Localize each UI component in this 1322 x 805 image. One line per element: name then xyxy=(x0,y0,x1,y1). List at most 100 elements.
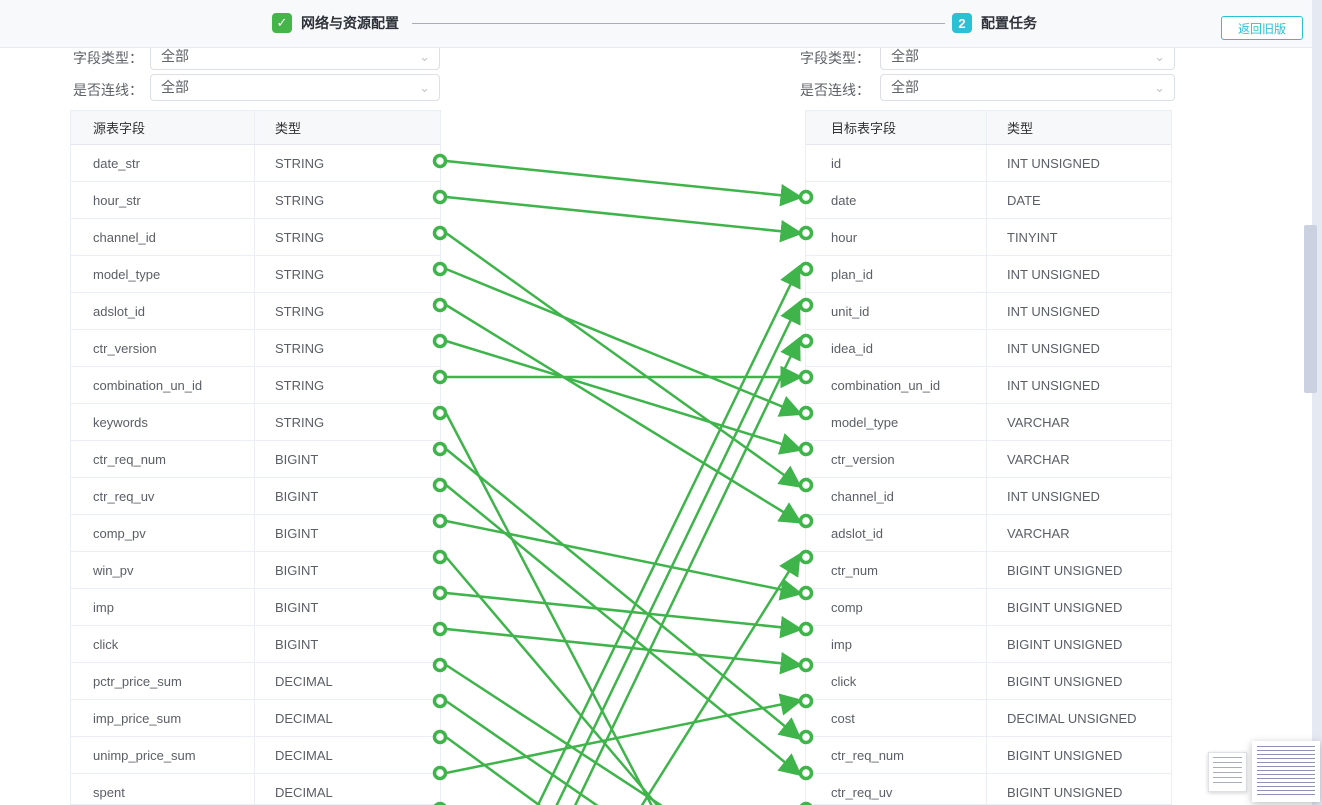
field-name: model_type xyxy=(93,266,161,282)
scrollbar-thumb[interactable] xyxy=(1304,225,1317,393)
connection-line xyxy=(573,336,801,805)
connection-line xyxy=(445,591,803,639)
target-table-row[interactable]: ctr_req_num BIGINT UNSIGNED xyxy=(806,737,1171,774)
connection-line xyxy=(445,484,802,777)
step-number-badge: 2 xyxy=(952,13,972,33)
field-type: DECIMAL xyxy=(254,663,440,699)
target-field-column-header: 目标表字段 xyxy=(831,121,897,136)
source-linked-select[interactable]: 全部 ⌄ xyxy=(150,74,440,101)
field-type: BIGINT UNSIGNED xyxy=(986,552,1171,588)
select-value: 全部 xyxy=(891,48,919,64)
field-name: cost xyxy=(831,710,855,726)
connection-line xyxy=(445,735,542,805)
target-table-row[interactable]: combination_un_id INT UNSIGNED xyxy=(806,367,1171,404)
connection-line xyxy=(555,300,801,805)
source-table-header: 源表字段 类型 xyxy=(71,111,440,145)
field-name: keywords xyxy=(93,414,148,430)
preview-thumbnail-small[interactable] xyxy=(1208,752,1247,792)
field-type: INT UNSIGNED xyxy=(986,145,1171,181)
connection-line xyxy=(445,195,803,243)
source-table-row[interactable]: date_str STRING xyxy=(71,145,440,182)
field-type: BIGINT UNSIGNED xyxy=(986,589,1171,625)
field-name: hour xyxy=(831,229,858,245)
back-to-old-version-button[interactable]: 返回旧版 xyxy=(1221,16,1303,40)
field-name: combination_un_id xyxy=(831,377,941,393)
field-name: ctr_num xyxy=(831,562,878,578)
step-configure-task[interactable]: 2 配置任务 xyxy=(952,13,1037,33)
select-value: 全部 xyxy=(891,79,919,95)
thumbnail-content xyxy=(1213,757,1242,787)
target-table-row[interactable]: id INT UNSIGNED xyxy=(806,145,1171,182)
field-type: INT UNSIGNED xyxy=(986,478,1171,514)
field-type: DECIMAL xyxy=(254,700,440,736)
field-type: INT UNSIGNED xyxy=(986,367,1171,403)
step-label: 网络与资源配置 xyxy=(301,15,399,31)
scrollbar-track[interactable] xyxy=(1312,0,1322,805)
field-name: comp_pv xyxy=(93,525,146,541)
field-type: BIGINT UNSIGNED xyxy=(986,737,1171,773)
field-name: ctr_req_uv xyxy=(93,488,155,504)
connection-line xyxy=(445,699,599,805)
target-field-type-label: 字段类型： xyxy=(800,50,870,66)
field-type: VARCHAR xyxy=(986,441,1171,477)
field-type: STRING xyxy=(254,367,440,403)
field-name: click xyxy=(831,673,857,689)
select-value: 全部 xyxy=(161,48,189,64)
field-type: BIGINT UNSIGNED xyxy=(986,626,1171,662)
source-table-row[interactable]: pctr_price_sum DECIMAL xyxy=(71,663,440,700)
field-name: adslot_id xyxy=(93,303,146,319)
field-type: BIGINT xyxy=(254,552,440,588)
field-type: STRING xyxy=(254,145,440,181)
field-name: ctr_req_num xyxy=(831,747,904,763)
field-name: date_str xyxy=(93,155,140,171)
connection-line xyxy=(445,159,803,207)
preview-thumbnail-large[interactable] xyxy=(1252,741,1320,802)
connection-line xyxy=(445,627,803,675)
target-linked-select[interactable]: 全部 ⌄ xyxy=(880,74,1175,101)
connection-line xyxy=(445,267,803,417)
field-type: STRING xyxy=(254,219,440,255)
step-network-resource[interactable]: ✓ 网络与资源配置 xyxy=(272,13,399,33)
connection-line xyxy=(536,264,801,805)
source-type-column-header: 类型 xyxy=(254,111,440,144)
connection-line xyxy=(445,448,802,741)
field-name: pctr_price_sum xyxy=(93,673,182,689)
field-name: id xyxy=(831,155,842,171)
field-name: imp xyxy=(93,599,114,615)
connection-line xyxy=(445,519,803,601)
target-table-row[interactable]: ctr_num BIGINT UNSIGNED xyxy=(806,552,1171,589)
field-name: date xyxy=(831,192,857,208)
